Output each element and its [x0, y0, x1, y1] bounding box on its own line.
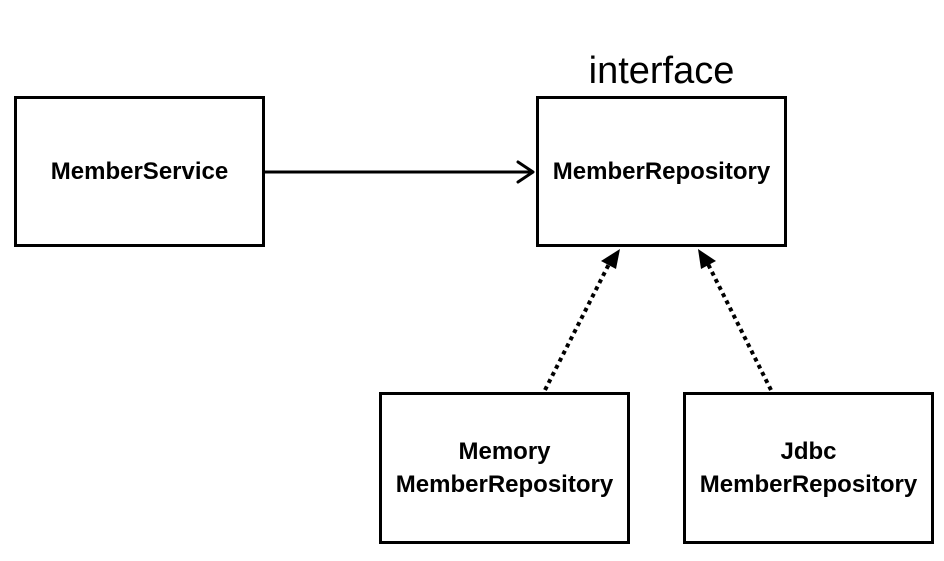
- triangle-arrow-head: [698, 249, 716, 269]
- member-repository-label: MemberRepository: [552, 158, 771, 185]
- triangle-arrow-head: [601, 249, 620, 269]
- member-service-label: MemberService: [50, 158, 229, 185]
- jdbc-member-repository-box: Jdbc MemberRepository: [683, 392, 934, 544]
- realization-arrow-memory: [543, 249, 620, 391]
- memory-member-repository-box: Memory MemberRepository: [379, 392, 630, 544]
- open-arrow-head: [516, 160, 535, 184]
- jdbc-label: Jdbc: [780, 438, 837, 465]
- interface-stereotype-label: interface: [588, 50, 735, 92]
- member-service-box: MemberService: [14, 96, 265, 247]
- member-repository-interface-box: MemberRepository: [536, 96, 787, 247]
- dotted-line: [706, 263, 773, 391]
- dotted-line: [543, 263, 611, 391]
- memory-member-repository-label: MemberRepository: [395, 471, 614, 498]
- memory-label: Memory: [458, 438, 551, 465]
- jdbc-member-repository-label: MemberRepository: [699, 471, 918, 498]
- association-arrow: [265, 160, 535, 184]
- realization-arrow-jdbc: [698, 249, 773, 391]
